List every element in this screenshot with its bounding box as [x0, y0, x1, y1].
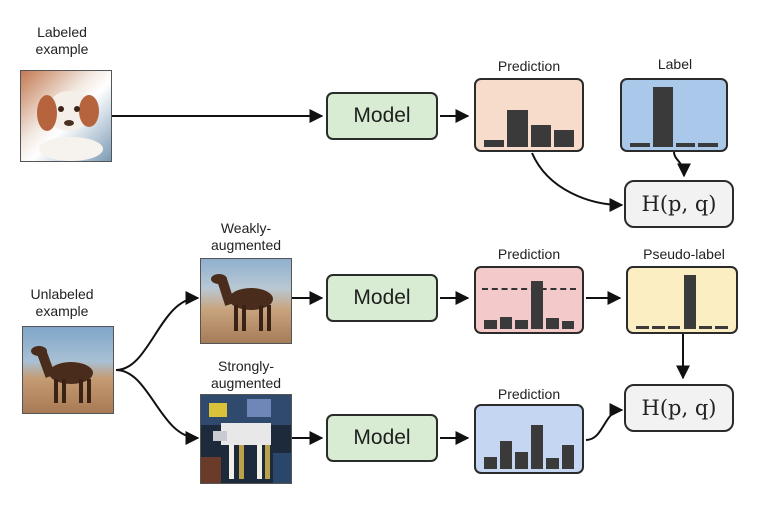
edge-prediction-strong-to-loss: [585, 403, 624, 441]
model-label: Model: [353, 426, 411, 449]
edge-unlabeled-to-weak: [115, 291, 200, 371]
model-box-top: Model: [326, 92, 438, 140]
histogram-bar: [652, 87, 673, 147]
histogram-bar: [667, 325, 681, 329]
histogram-bar: [561, 321, 574, 329]
prediction-weak-histogram: [474, 266, 584, 334]
histogram-bar: [715, 325, 728, 329]
histogram-bar: [484, 456, 497, 469]
strong-horse-image: [200, 394, 292, 484]
edge-unlabeled-to-strong: [115, 369, 200, 445]
horse-weak-photo-icon: [211, 274, 273, 331]
loss-box-bottom: H(p, q): [624, 384, 734, 432]
histogram-bar: [530, 125, 551, 147]
labeled-example-label: Labeled example: [35, 24, 89, 57]
histogram-bar: [651, 325, 665, 329]
histogram-bar: [636, 325, 649, 329]
histogram-bar: [698, 142, 718, 147]
weakly-augmented-label: Weakly- augmented: [210, 220, 282, 253]
loss-box-top: H(p, q): [624, 180, 734, 228]
histogram-bar: [553, 130, 574, 147]
confidence-threshold-line: [482, 288, 576, 291]
weak-horse-image: [200, 258, 292, 344]
histogram-bar: [630, 142, 650, 147]
histogram-bar: [499, 317, 512, 329]
prediction-weak-label: Prediction: [497, 246, 561, 262]
horse-photo-icon: [31, 346, 93, 403]
histogram-bar: [530, 425, 543, 469]
model-label: Model: [353, 286, 411, 309]
histogram-bar: [515, 452, 528, 469]
label-title: Label: [657, 56, 693, 72]
prediction-top-histogram: [474, 78, 584, 152]
histogram-bar: [675, 142, 696, 147]
strongly-augmented-label: Strongly- augmented: [210, 358, 282, 391]
edge-prediction-to-loss: [531, 152, 624, 212]
unlabeled-example-label: Unlabeled example: [30, 286, 94, 319]
unlabeled-horse-image: [22, 326, 114, 414]
label-histogram: [620, 78, 728, 152]
histogram-bar: [530, 281, 543, 329]
loss-label: H(p, q): [641, 192, 717, 216]
histogram-bar: [546, 318, 559, 329]
histogram-bar: [699, 325, 713, 329]
histogram-bar: [499, 441, 512, 469]
pseudo-label-title: Pseudo-label: [643, 246, 725, 262]
prediction-strong-label: Prediction: [497, 386, 561, 402]
histogram-bar: [683, 275, 697, 329]
model-label: Model: [353, 104, 411, 127]
histogram-bar: [515, 320, 528, 329]
pseudo-label-histogram: [626, 266, 738, 334]
histogram-bar: [484, 139, 505, 147]
loss-label: H(p, q): [641, 396, 717, 420]
edge-label-to-loss: [673, 151, 691, 178]
model-box-strong: Model: [326, 414, 438, 462]
dog-image: [20, 70, 112, 162]
histogram-bar: [484, 320, 497, 329]
dog-photo-icon: [37, 91, 103, 161]
histogram-bar: [507, 109, 528, 147]
histogram-bar: [561, 445, 574, 469]
horse-strong-photo-icon: [201, 395, 291, 483]
prediction-strong-histogram: [474, 404, 584, 474]
histogram-bar: [546, 457, 559, 469]
prediction-top-label: Prediction: [497, 58, 561, 74]
model-box-weak: Model: [326, 274, 438, 322]
